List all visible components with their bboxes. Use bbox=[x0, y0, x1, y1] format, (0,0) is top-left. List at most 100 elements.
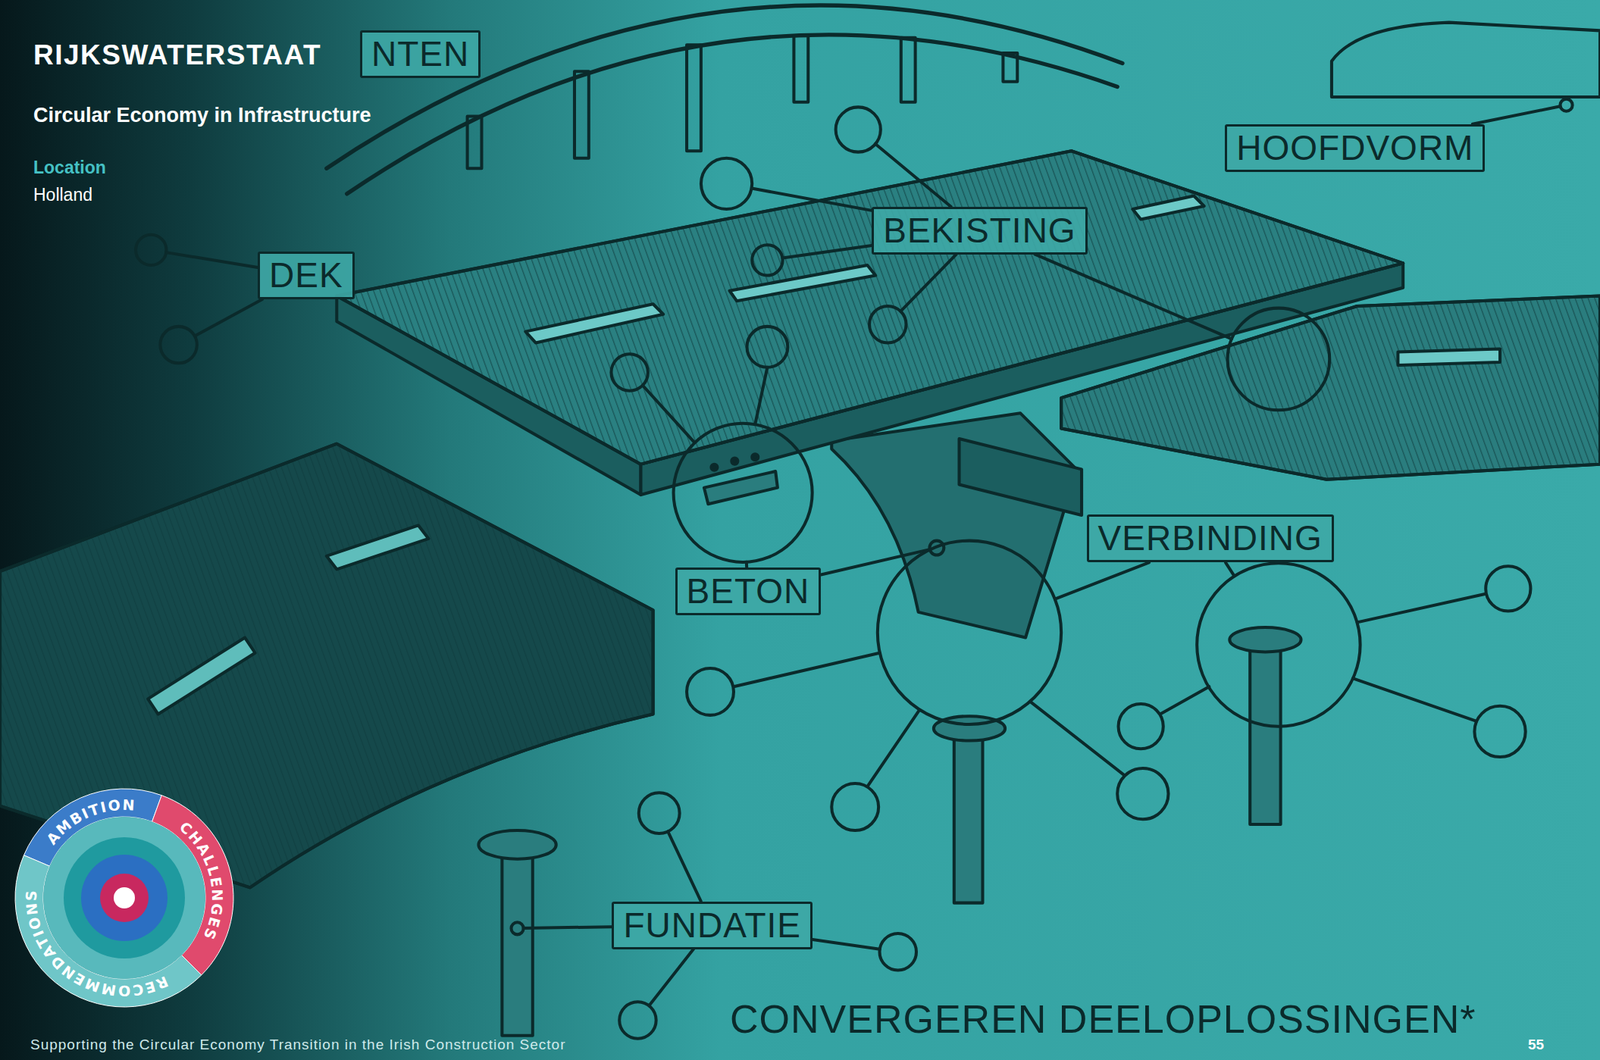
sketch-shape bbox=[733, 653, 880, 687]
sketch-shape bbox=[729, 265, 877, 301]
sketch-shape bbox=[1331, 22, 1600, 98]
leader-line bbox=[812, 939, 880, 950]
sketch-label: BEKISTING bbox=[882, 210, 1076, 251]
sketch-shape bbox=[731, 458, 738, 465]
leader-line bbox=[751, 187, 873, 210]
sketch-shape bbox=[901, 37, 916, 103]
sketch-shape bbox=[1030, 701, 1125, 776]
sketch-label: HOOFDVORM bbox=[1236, 128, 1474, 169]
sketch-shape bbox=[704, 471, 778, 505]
sketch-shape bbox=[1474, 706, 1525, 758]
sketch-shape bbox=[1132, 196, 1204, 220]
sketch-shape bbox=[478, 830, 556, 860]
sketch-shape bbox=[159, 326, 197, 364]
sketch-shape bbox=[1357, 594, 1487, 624]
sketch-shape bbox=[686, 668, 734, 716]
leader-line bbox=[1472, 106, 1561, 124]
sketch-shape bbox=[638, 792, 680, 834]
sketch-shape bbox=[1485, 566, 1531, 611]
sketch-shape bbox=[1559, 99, 1572, 112]
badge-label: RECOMMENDATIONS bbox=[22, 889, 171, 1000]
sketch-shape bbox=[1352, 678, 1477, 722]
leader-line bbox=[523, 926, 613, 929]
sketch-shape bbox=[0, 444, 654, 889]
sketch-shape bbox=[879, 933, 917, 971]
sketch-shape bbox=[1160, 686, 1210, 714]
sketch-shape bbox=[1002, 53, 1018, 82]
badge-ring bbox=[100, 873, 149, 923]
sketch-shape bbox=[746, 326, 788, 368]
badge-ring bbox=[113, 887, 135, 909]
section-badge: AMBITION CHALLENGESRECOMMENDATIONS bbox=[10, 784, 238, 1012]
sketch-shape bbox=[501, 847, 533, 1037]
sketch-shape bbox=[831, 413, 1077, 638]
sketch-shape bbox=[135, 234, 166, 266]
leader-line bbox=[1055, 562, 1150, 599]
sketch-label-box: HOOFDVORM bbox=[1224, 124, 1485, 173]
field-name: Location bbox=[33, 157, 107, 178]
sketch-shape: RECOMMENDATIONS bbox=[22, 889, 171, 1000]
sketch-label: FUNDATIE bbox=[623, 905, 802, 946]
sketch-shape bbox=[1118, 704, 1164, 749]
sketch-label: DEK bbox=[269, 255, 344, 296]
sketch-shape bbox=[877, 541, 1062, 725]
sketch-shape bbox=[959, 438, 1083, 516]
sketch-shape bbox=[929, 541, 944, 556]
leader-line bbox=[648, 949, 694, 1007]
leader-line bbox=[820, 549, 930, 575]
sketch-label-box: NTEN bbox=[360, 30, 481, 79]
sketch-shape bbox=[954, 729, 984, 904]
sketch-label-box: DEK bbox=[257, 251, 355, 300]
badge-ring bbox=[63, 837, 185, 959]
leader-line bbox=[667, 831, 702, 902]
sketch-label-box: BETON bbox=[675, 567, 822, 616]
sketch-shape bbox=[701, 158, 752, 210]
sketch-shape bbox=[619, 1001, 656, 1039]
sketch-label-box: VERBINDING bbox=[1086, 514, 1334, 563]
leader-line bbox=[745, 562, 749, 569]
sketch-label-box: BEKISTING bbox=[871, 206, 1087, 255]
badge-rings: AMBITION CHALLENGESRECOMMENDATIONS bbox=[15, 789, 234, 1008]
leader-line bbox=[194, 299, 263, 337]
sketch-shape bbox=[831, 783, 879, 831]
sketch-shape bbox=[751, 244, 783, 276]
sketch-shape bbox=[836, 106, 881, 152]
sketch-shape bbox=[673, 423, 813, 563]
sketch-shape bbox=[1229, 627, 1301, 652]
footer-text: Supporting the Circular Economy Transiti… bbox=[30, 1036, 567, 1054]
sketch-label: VERBINDING bbox=[1098, 518, 1323, 559]
sketch-shape bbox=[1397, 348, 1500, 366]
leader-line bbox=[782, 245, 872, 258]
sketch-fills bbox=[0, 150, 1600, 1036]
leader-line bbox=[900, 254, 956, 312]
sketch-shape bbox=[754, 367, 768, 425]
sketch-shape: AMBITION bbox=[43, 796, 137, 849]
sketch-shape bbox=[686, 44, 702, 151]
page-number: 55 bbox=[1527, 1036, 1544, 1054]
sketch-caption: CONVERGEREN DEELOPLOSSINGEN* bbox=[729, 997, 1476, 1043]
sketch-label-box: FUNDATIE bbox=[611, 901, 813, 950]
badge-label: CHALLENGES bbox=[176, 818, 226, 944]
sketch-shape bbox=[467, 115, 483, 169]
badge-ring bbox=[43, 817, 206, 980]
leader-line bbox=[1225, 562, 1235, 577]
sketch-shape bbox=[710, 464, 718, 471]
field-value: Holland bbox=[33, 184, 93, 205]
sketch-shape bbox=[1196, 563, 1360, 727]
sketch-shape bbox=[793, 35, 808, 103]
leader-line bbox=[1035, 254, 1233, 340]
sketch-shape bbox=[1249, 641, 1281, 825]
sketch-label: NTEN bbox=[371, 34, 470, 75]
badge-label: AMBITION bbox=[43, 796, 137, 849]
sketch-shape bbox=[1227, 308, 1331, 411]
sketch-shape bbox=[525, 303, 664, 343]
sketch-shape bbox=[336, 150, 1403, 464]
sketch-shape bbox=[147, 638, 255, 715]
subtitle: Circular Economy in Infrastructure bbox=[33, 103, 372, 128]
sketch-lines bbox=[135, 5, 1600, 1040]
sketch-shape bbox=[751, 454, 758, 461]
sketch-shape bbox=[574, 71, 589, 158]
sketch-shape bbox=[326, 5, 1123, 169]
sketch-shape: CHALLENGES bbox=[176, 818, 226, 944]
